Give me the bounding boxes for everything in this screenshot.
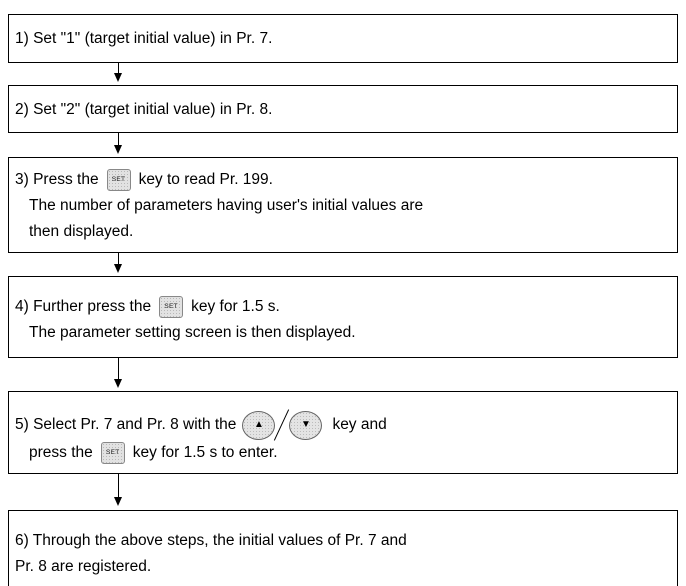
step-3-line-2: The number of parameters having user's i… (29, 197, 424, 214)
step-5-text-before: 5) Select Pr. 7 and Pr. 8 with the (15, 416, 237, 433)
step-6-box: 6) Through the above steps, the initial … (8, 510, 678, 586)
step-2-text: 2) Set "2" (target initial value) in Pr.… (15, 101, 273, 118)
step-5-line-2-before: press the (29, 444, 93, 461)
slash-separator (275, 410, 289, 440)
step-4-box: 4) Further press the SET key for 1.5 s. … (8, 276, 678, 358)
step-5-box: 5) Select Pr. 7 and Pr. 8 with the ▲ ▼ k… (8, 391, 678, 474)
step-3-line-1: 3) Press the SET key to read Pr. 199. (15, 167, 677, 193)
step-4-text-after: key for 1.5 s. (191, 298, 280, 315)
step-3-text-before: 3) Press the (15, 171, 99, 188)
set-key-icon: SET (100, 442, 125, 464)
up-triangle-icon: ▲ (242, 410, 276, 440)
step-3-text-after: key to read Pr. 199. (138, 171, 273, 188)
set-key-icon: SET (159, 296, 184, 318)
step-6-line-1: 6) Through the above steps, the initial … (15, 532, 407, 549)
step-5-line-2-after: key for 1.5 s to enter. (132, 444, 278, 461)
step-4-line-2: The parameter setting screen is then dis… (29, 324, 356, 341)
step-6-line-2: Pr. 8 are registered. (15, 558, 152, 575)
down-triangle-icon: ▼ (289, 410, 323, 440)
step-2-box: 2) Set "2" (target initial value) in Pr.… (8, 85, 678, 133)
step-5-text-after: key and (332, 416, 387, 433)
step-3-line-3: then displayed. (29, 223, 134, 240)
step-1-box: 1) Set "1" (target initial value) in Pr.… (8, 14, 678, 63)
step-3-box: 3) Press the SET key to read Pr. 199. Th… (8, 157, 678, 253)
step-1-text: 1) Set "1" (target initial value) in Pr.… (15, 30, 273, 47)
set-key-icon: SET (106, 169, 131, 191)
step-4-line-1: 4) Further press the SET key for 1.5 s. (15, 294, 677, 320)
step-5-line-2: press the SET key for 1.5 s to enter. (15, 440, 677, 466)
step-5-line-1: 5) Select Pr. 7 and Pr. 8 with the ▲ ▼ k… (15, 410, 677, 440)
step-4-text-before: 4) Further press the (15, 298, 152, 315)
